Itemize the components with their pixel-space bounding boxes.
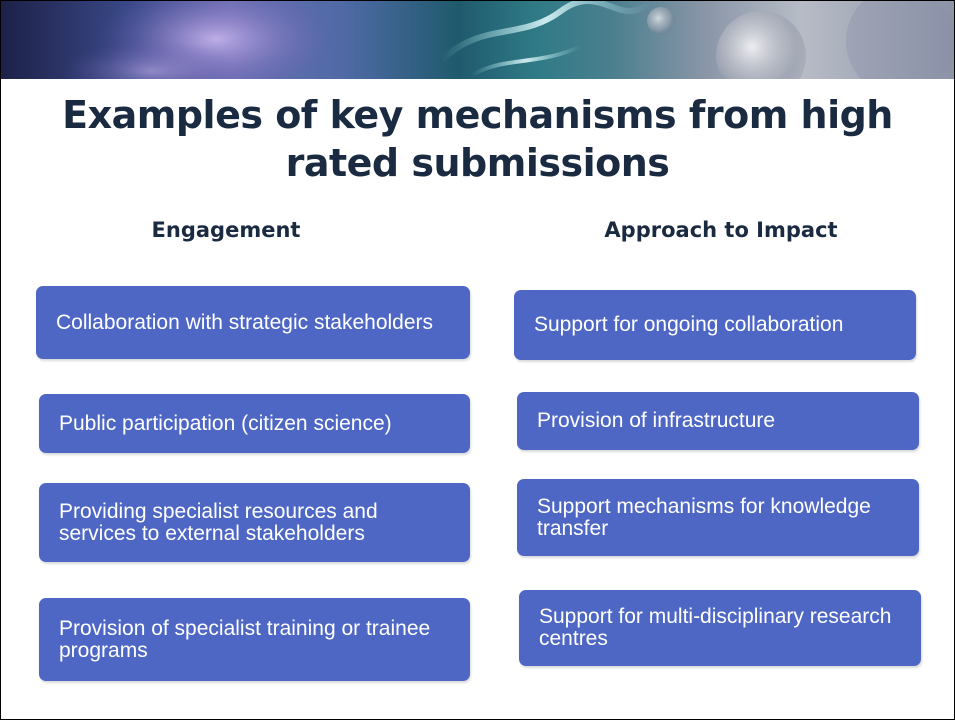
approach-to-impact-heading: Approach to Impact (604, 218, 838, 242)
engagement-item: Collaboration with strategic stakeholder… (36, 286, 470, 359)
slide-title: Examples of key mechanisms from high rat… (62, 93, 893, 185)
engagement-item-text: Collaboration with strategic stakeholder… (56, 310, 434, 334)
engagement-item: Providing specialist resources and servi… (39, 483, 470, 562)
approach-item: Support mechanisms for knowledge transfe… (517, 479, 919, 556)
header-banner-image (1, 1, 954, 79)
engagement-item: Public participation (citizen science) (39, 394, 470, 453)
engagement-heading: Engagement (151, 218, 301, 242)
approach-item-text: Support for multi-disciplinary research … (539, 605, 892, 650)
approach-item: Support for ongoing collaboration (514, 290, 916, 360)
approach-item-text: Support mechanisms for knowledge transfe… (537, 494, 871, 540)
engagement-item: Provision of specialist training or trai… (39, 598, 470, 681)
approach-item-text: Support for ongoing collaboration (534, 313, 844, 336)
engagement-item-text: Providing specialist resources and servi… (59, 499, 378, 545)
approach-item: Support for multi-disciplinary research … (519, 590, 921, 666)
approach-item: Provision of infrastructure (517, 392, 919, 450)
engagement-item-text: Provision of specialist training or trai… (59, 616, 431, 662)
abstract-banner-art (61, 1, 954, 79)
engagement-item-text: Public participation (citizen science) (59, 411, 392, 435)
approach-item-text: Provision of infrastructure (537, 409, 776, 432)
